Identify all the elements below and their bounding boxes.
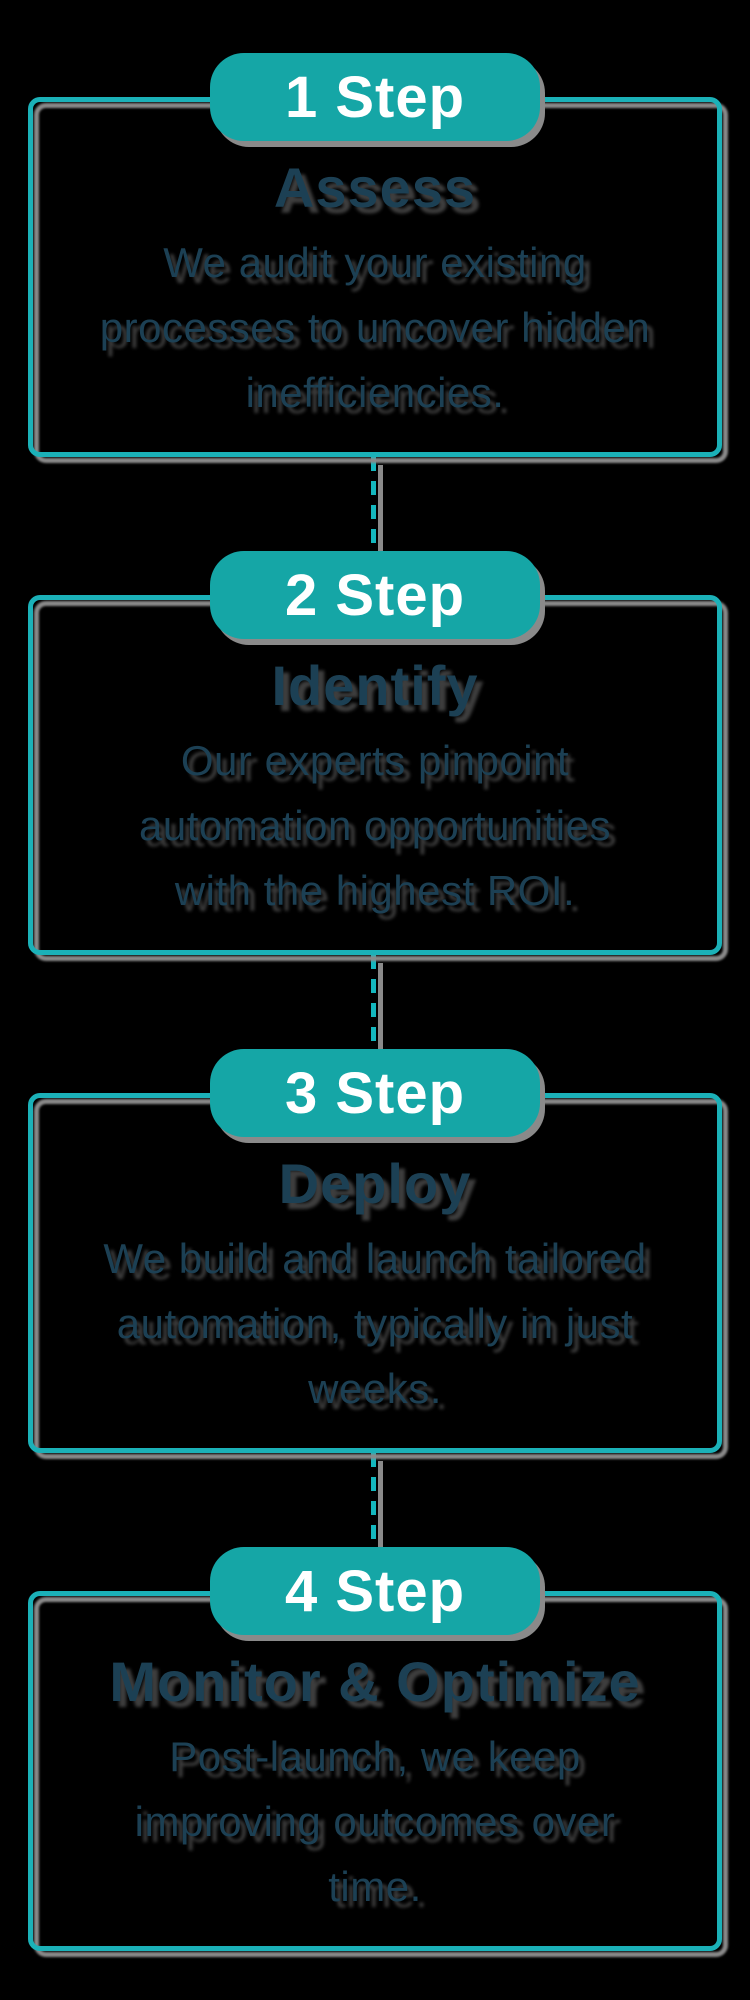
- step-4-badge: 4 Step: [210, 1547, 540, 1635]
- step-1-description: We audit your existing processes to unco…: [0, 230, 750, 425]
- connector-1-2: [0, 457, 750, 555]
- step-3-card-content: Deploy We build and launch tailored auto…: [0, 1151, 750, 1421]
- step-2-badge-label: 2 Step: [284, 562, 466, 628]
- connector-dashed-line: [371, 1453, 376, 1547]
- step-3-description: We build and launch tailored automation,…: [0, 1226, 750, 1421]
- step-2-card-content: Identify Our experts pinpoint automation…: [0, 653, 750, 923]
- step-4-badge-label: 4 Step: [284, 1558, 466, 1624]
- description-line: processes to uncover hidden: [99, 304, 651, 351]
- description-line: Post-launch, we keep: [169, 1733, 581, 1780]
- connector-3-4: [0, 1453, 750, 1551]
- step-4-title: Monitor & Optimize: [109, 1650, 641, 1713]
- step-4-card-content: Monitor & Optimize Post-launch, we keep …: [0, 1649, 750, 1919]
- description-line: inefficiencies.: [245, 369, 505, 416]
- step-4-description: Post-launch, we keep improving outcomes …: [0, 1724, 750, 1919]
- description-line: We build and launch tailored: [103, 1235, 647, 1282]
- step-1: 1 Step Assess We audit your existing pro…: [0, 53, 750, 457]
- step-2-title: Identify: [271, 654, 479, 717]
- description-line: time.: [328, 1863, 422, 1910]
- step-3-badge: 3 Step: [210, 1049, 540, 1137]
- connector-shadow-line: [378, 465, 383, 555]
- description-line: automation opportunities: [139, 802, 611, 849]
- step-2-badge: 2 Step: [210, 551, 540, 639]
- step-3: 3 Step Deploy We build and launch tailor…: [0, 1049, 750, 1453]
- description-line: with the highest ROI.: [174, 867, 576, 914]
- connector-2-3: [0, 955, 750, 1053]
- step-1-badge: 1 Step: [210, 53, 540, 141]
- description-line: We audit your existing: [163, 239, 587, 286]
- step-4: 4 Step Monitor & Optimize Post-launch, w…: [0, 1547, 750, 1951]
- connector-shadow-line: [378, 1461, 383, 1551]
- description-line: improving outcomes over: [134, 1798, 616, 1845]
- step-2: 2 Step Identify Our experts pinpoint aut…: [0, 551, 750, 955]
- description-line: weeks.: [308, 1365, 442, 1412]
- connector-dashed-line: [371, 457, 376, 551]
- connector-shadow-line: [378, 963, 383, 1053]
- step-2-description: Our experts pinpoint automation opportun…: [0, 728, 750, 923]
- step-1-title: Assess: [273, 156, 477, 219]
- step-1-card-content: Assess We audit your existing processes …: [0, 155, 750, 425]
- step-1-badge-label: 1 Step: [284, 64, 466, 130]
- description-line: Our experts pinpoint: [180, 737, 570, 784]
- step-3-title: Deploy: [278, 1152, 472, 1215]
- connector-dashed-line: [371, 955, 376, 1049]
- process-flow-diagram: 1 Step Assess We audit your existing pro…: [0, 53, 750, 1951]
- description-line: automation, typically in just: [116, 1300, 634, 1347]
- step-3-badge-label: 3 Step: [284, 1060, 466, 1126]
